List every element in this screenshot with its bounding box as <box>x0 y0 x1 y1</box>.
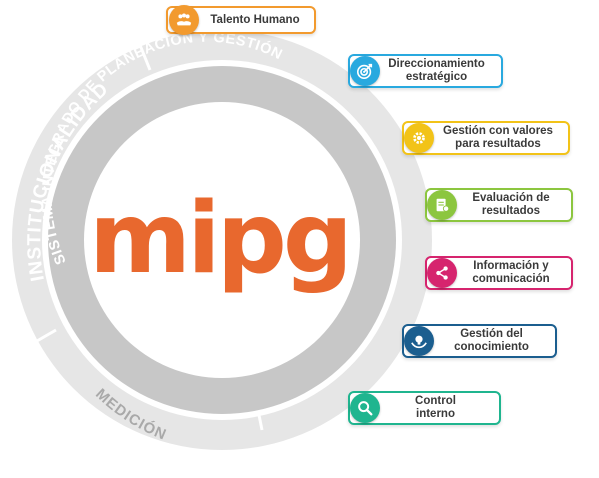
dimension-label: Talento Humano <box>210 13 300 26</box>
dimension-label: Control <box>415 395 456 407</box>
dimension-label: estratégico <box>405 71 468 83</box>
magnifier-icon <box>350 393 380 423</box>
share-icon <box>427 258 457 288</box>
mipg-logo: mipg <box>89 182 349 296</box>
dimension-label: Direccionamiento <box>388 58 485 70</box>
dimension-label: conocimiento <box>454 341 529 353</box>
dimension-label: Gestión del <box>460 328 523 340</box>
dimension-label: Gestión con valores <box>443 125 553 137</box>
people-hands-icon <box>169 5 199 35</box>
document-icon <box>427 190 457 220</box>
center-disc <box>84 102 360 378</box>
target-icon <box>350 56 380 86</box>
dimension-label: resultados <box>481 205 541 217</box>
dimension-label: para resultados <box>455 138 541 150</box>
dimension-label: Información y <box>473 260 549 272</box>
dimension-label: interno <box>416 408 455 420</box>
ring-divider <box>29 328 57 347</box>
dimension-label: Evaluación de <box>472 192 550 204</box>
gear-icon <box>404 123 434 153</box>
dimension-label: comunicación <box>472 273 550 285</box>
lightbulb-hands-icon <box>404 326 434 356</box>
dimension-talento-humano[interactable]: Talento Humano <box>166 6 316 34</box>
ring-divider <box>138 44 152 71</box>
